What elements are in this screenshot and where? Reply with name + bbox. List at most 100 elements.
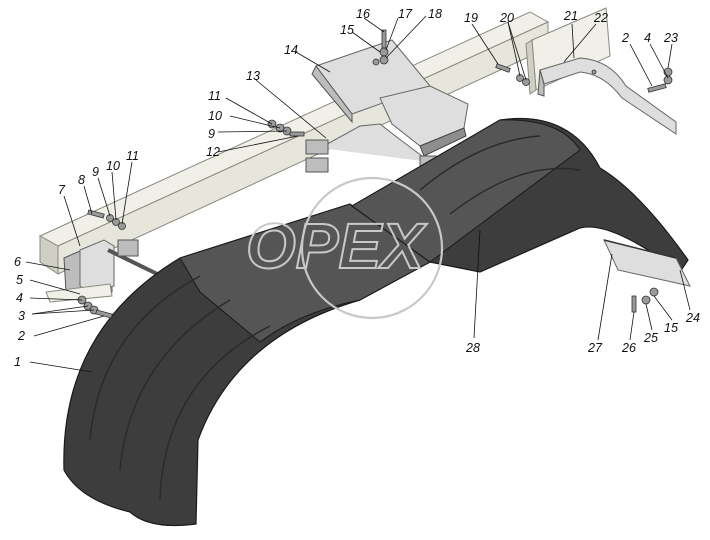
front-fender-top — [179, 203, 431, 343]
bolt-8 — [87, 209, 105, 219]
leader-3a — [31, 305, 89, 315]
callout-10-upper: 10 — [208, 109, 222, 123]
watermark: OPEX — [245, 176, 444, 320]
front-fender-rib-2 — [119, 299, 231, 471]
callout-26: 26 — [621, 341, 636, 355]
leader-15-lower — [653, 295, 673, 321]
rear-fender-rib-1 — [419, 135, 541, 191]
washer-17 — [379, 47, 389, 57]
callout-16: 16 — [356, 7, 370, 21]
callout-6: 6 — [14, 255, 21, 269]
callout-18: 18 — [428, 7, 442, 21]
leader-7 — [63, 195, 81, 247]
washer-9-lower — [106, 214, 114, 222]
callout-7: 7 — [58, 183, 66, 197]
leader-23 — [667, 43, 673, 69]
leader-2-rear — [629, 43, 653, 87]
upper-clamp-1 — [305, 139, 329, 155]
callout-27: 27 — [587, 341, 603, 355]
rear-fender — [350, 117, 689, 273]
leader-20a — [507, 21, 521, 77]
leader-15-upper — [351, 31, 381, 53]
leader-25 — [645, 303, 653, 331]
leader-5 — [29, 279, 81, 295]
callout-5: 5 — [16, 273, 23, 287]
callout-21: 21 — [563, 9, 578, 23]
callout-11-lower: 11 — [126, 149, 139, 163]
leader-9-lower — [97, 177, 111, 217]
callout-labels: 1 2 2 3 4 4 5 6 7 8 9 9 10 10 11 11 12 1… — [14, 7, 700, 369]
leader-26 — [629, 311, 635, 341]
callout-14: 14 — [284, 43, 298, 57]
washer-20b — [522, 78, 530, 86]
leader-19 — [471, 23, 499, 65]
leader-21 — [571, 23, 575, 59]
callout-22: 22 — [593, 11, 608, 25]
washer-25 — [641, 295, 651, 305]
front-fender — [63, 203, 432, 527]
leader-2-lower — [33, 315, 105, 337]
frame-rail-end-face — [39, 235, 59, 275]
bolt-12 — [289, 131, 305, 137]
leader-8 — [83, 185, 93, 215]
bolt-26 — [631, 295, 637, 313]
callout-1: 1 — [14, 355, 21, 369]
upper-clamp-2 — [305, 157, 329, 173]
rear-fender-top — [351, 119, 581, 263]
leader-28 — [473, 229, 481, 339]
leader-18 — [385, 15, 427, 59]
leader-3b — [31, 309, 95, 315]
callout-4-rear: 4 — [644, 31, 651, 45]
callout-8: 8 — [78, 173, 85, 187]
bracket-plate-flange — [311, 65, 353, 124]
callout-28: 28 — [465, 341, 480, 355]
rear-bracket-arm — [539, 57, 677, 135]
callout-9-upper: 9 — [208, 127, 215, 141]
mudflap — [603, 239, 691, 287]
callout-2-rear: 2 — [621, 31, 629, 45]
bracket-plate-lower-edge — [419, 127, 467, 157]
bolt-2-lower — [95, 309, 113, 319]
bolt-2-rear — [647, 83, 667, 93]
leader-10-upper — [229, 115, 281, 129]
callout-10-lower: 10 — [106, 159, 120, 173]
lower-mounting-bracket — [45, 239, 115, 303]
leader-13 — [255, 79, 327, 139]
callout-11-upper: 11 — [208, 89, 221, 103]
mudflap-strip — [603, 239, 677, 259]
lower-bracket-face — [79, 239, 115, 293]
front-fender-rib-3 — [159, 325, 271, 501]
leader-6 — [25, 261, 71, 271]
leader-14 — [295, 51, 331, 73]
leader-12 — [217, 135, 299, 153]
leader-16 — [363, 17, 385, 33]
leader-11-lower — [121, 161, 133, 225]
leader-lines — [25, 15, 691, 373]
callout-13: 13 — [246, 69, 260, 83]
callout-24: 24 — [685, 311, 700, 325]
leader-27 — [597, 253, 613, 341]
watermark-label: OPEX — [246, 210, 427, 282]
callout-20: 20 — [499, 11, 514, 25]
leader-24 — [679, 269, 691, 311]
bolt-16 — [381, 29, 387, 49]
callout-9-lower: 9 — [92, 165, 99, 179]
upper-rod — [319, 123, 431, 163]
callout-15-upper: 15 — [340, 23, 354, 37]
callout-12: 12 — [206, 145, 220, 159]
bolt-19 — [495, 63, 511, 73]
leader-22 — [563, 23, 597, 63]
rear-fender-rib-2 — [449, 167, 581, 215]
callout-15-lower: 15 — [664, 321, 678, 335]
watermark-gear — [300, 176, 444, 320]
leader-11-upper — [225, 97, 273, 125]
rear-support-bracket — [537, 57, 677, 135]
callout-25: 25 — [643, 331, 658, 345]
front-fender-rib-1 — [89, 275, 201, 441]
callout-23: 23 — [663, 31, 678, 45]
leader-9-upper — [217, 130, 288, 133]
leader-1 — [29, 361, 93, 373]
leader-10-lower — [111, 171, 117, 221]
callout-19: 19 — [464, 11, 478, 25]
